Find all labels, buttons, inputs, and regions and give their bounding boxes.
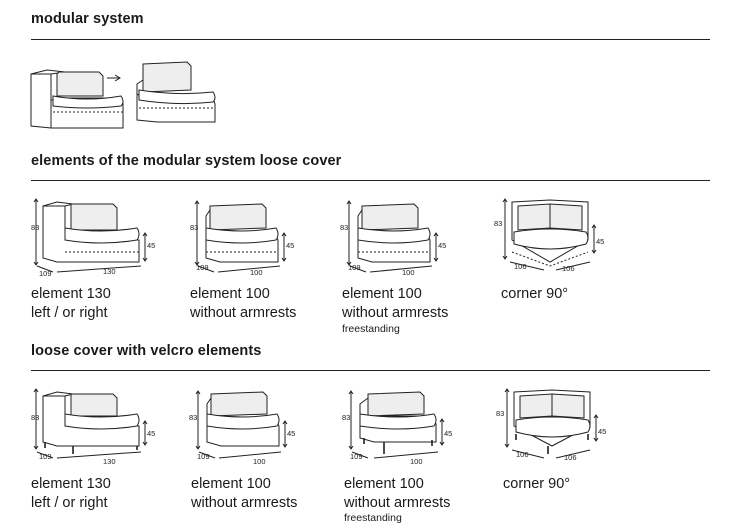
card-element-100: 83 45 109 100 element 100 without armres… [190,196,340,336]
card-title: element 130 [31,286,111,302]
dim-width: 106 [562,264,575,273]
card-velcro-element-130: 83 45 109 130 element 130 left / or righ… [31,386,181,526]
velcro-element-100-drawing: 83 45 109 100 [189,390,295,466]
section-divider [31,39,710,40]
dim-seat: 45 [287,429,295,438]
velcro-element-130-drawing: 83 45 109 130 [31,388,155,466]
card-velcro-element-100: 83 45 109 100 element 100 without armres… [189,386,341,526]
dim-height: 83 [494,219,502,228]
dim-depth: 109 [39,452,52,461]
card-element-130: 83 45 109 130 element 130 left / or righ… [31,196,181,336]
card-title: element 130 [31,476,111,492]
card-subtitle: without armrests [342,305,449,321]
dim-height: 83 [496,409,504,418]
card-title: corner 90° [501,286,569,302]
dim-seat: 45 [147,429,155,438]
dim-height: 83 [340,223,348,232]
dim-width: 100 [253,457,266,466]
velcro-element-100-freestanding-drawing: 83 45 109 100 [342,390,452,466]
section-divider [31,370,710,371]
section-divider [31,180,710,181]
dim-height: 83 [31,413,39,422]
corner-90-drawing: 83 45 106 106 [494,198,604,273]
dim-seat: 45 [286,241,294,250]
card-title: element 100 [191,476,271,492]
dim-depth: 109 [350,452,363,461]
dim-width: 100 [410,457,423,466]
card-velcro-corner-90: 83 45 106 106 corner 90° [496,386,650,526]
card-note: freestanding [344,512,402,524]
modular-sofa-drawing [30,61,216,129]
card-subtitle: without armrests [191,495,298,511]
element-130-drawing: 83 45 109 130 [31,198,155,278]
card-title: element 100 [190,286,270,302]
card-title: element 100 [342,286,422,302]
dim-depth: 106 [516,450,529,459]
card-subtitle: without armrests [344,495,451,511]
velcro-corner-90-drawing: 83 45 106 106 [496,388,606,462]
card-subtitle: left / or right [31,305,108,321]
dim-depth: 109 [39,269,52,278]
dim-seat: 45 [598,427,606,436]
dim-width: 100 [250,268,263,277]
card-title: corner 90° [503,476,571,492]
dim-depth: 109 [348,263,361,272]
dim-height: 83 [342,413,350,422]
dim-width: 100 [402,268,415,277]
element-100-drawing: 83 45 109 100 [190,200,294,277]
card-title: element 100 [344,476,424,492]
card-subtitle: without armrests [190,305,297,321]
element-100-freestanding-drawing: 83 45 109 100 [340,200,446,277]
dim-depth: 109 [196,263,209,272]
dim-depth: 106 [514,262,527,271]
section-title-velcro: loose cover with velcro elements [31,343,262,359]
modular-system-illustration [27,60,227,137]
card-subtitle: left / or right [31,495,108,511]
dim-height: 83 [189,413,197,422]
dim-height: 83 [190,223,198,232]
card-corner-90: 83 45 106 106 corner 90° [494,196,648,336]
section-title-loose-cover: elements of the modular system loose cov… [31,153,342,169]
dim-height: 83 [31,223,39,232]
dim-seat: 45 [444,429,452,438]
card-note: freestanding [342,323,400,335]
dim-seat: 45 [438,241,446,250]
card-element-100-freestanding: 83 45 109 100 element 100 without armres… [340,196,492,336]
dim-depth: 109 [197,452,210,461]
dim-seat: 45 [596,237,604,246]
dim-width: 130 [103,457,116,466]
section-title-modular-system: modular system [31,11,144,27]
dim-seat: 45 [147,241,155,250]
dim-width: 130 [103,267,116,276]
dim-width: 106 [564,453,577,462]
card-velcro-element-100-freestanding: 83 45 109 100 element 100 without armres… [342,386,494,526]
